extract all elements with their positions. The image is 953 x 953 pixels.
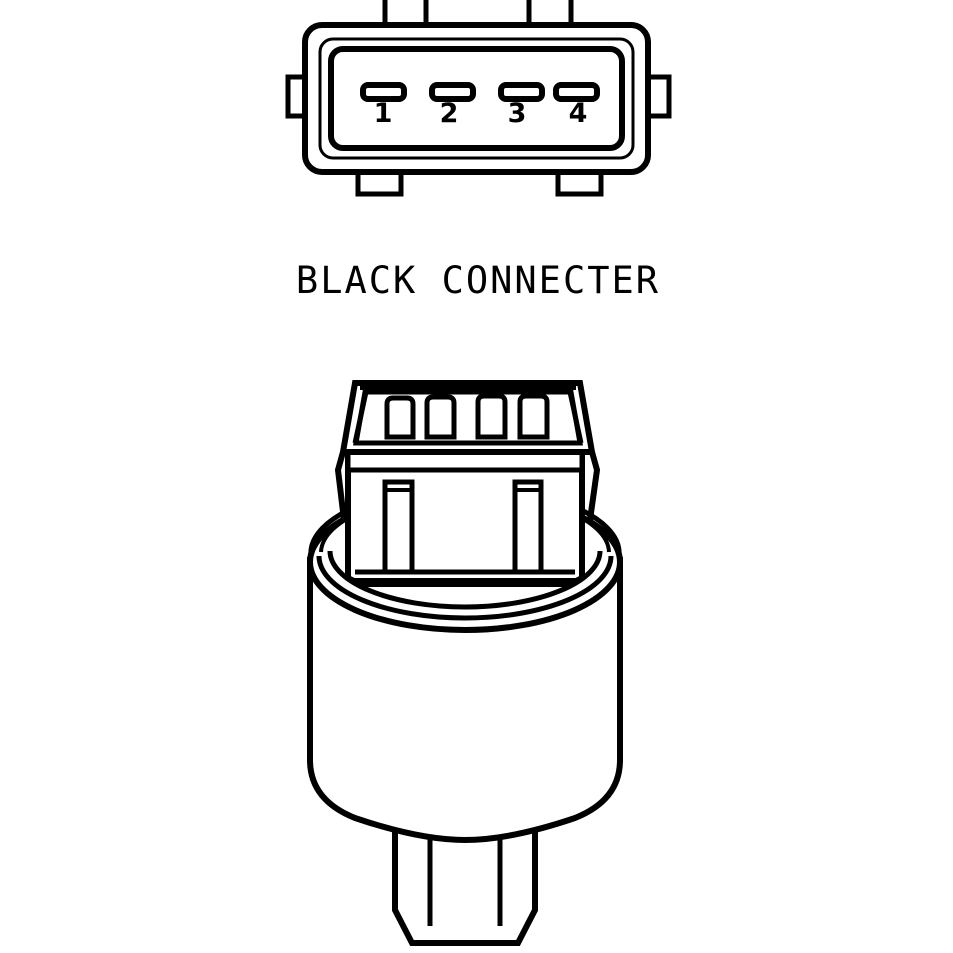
connector-pin-numbers: 1 2 3 4: [374, 98, 588, 129]
connector-outer-housing: [302, 22, 651, 175]
terminal-blade-2: [424, 394, 457, 440]
connector-shroud: [339, 380, 596, 455]
terminal-blade-1: [384, 395, 416, 440]
terminal-slot-2: [429, 82, 476, 102]
connector-terminal-slots: [360, 82, 600, 102]
connector-face-view: 1 2 3 4: [285, 0, 672, 197]
cylindrical-body: [307, 557, 623, 844]
terminal-blade-3: [475, 393, 508, 440]
latch-rail-right: [512, 479, 544, 575]
connector-inner-face: [328, 46, 625, 151]
header-wing-right: [587, 451, 601, 521]
diagram-caption: BLACK CONNECTER: [296, 259, 660, 302]
pin-number-4: 4: [569, 98, 588, 129]
pin-number-1: 1: [374, 98, 393, 129]
latch-rail-left: [382, 479, 415, 575]
header-terminal-blades: [384, 393, 550, 440]
latch-rails: [382, 479, 544, 575]
header-wing-left: [334, 451, 347, 521]
pin-number-2: 2: [440, 98, 459, 129]
terminal-blade-4: [517, 393, 550, 440]
terminal-slot-3: [498, 82, 545, 102]
terminal-slot-4: [553, 82, 600, 102]
shroud-right-post: [567, 391, 584, 444]
terminal-slot-1: [360, 82, 407, 102]
rim-middle-arc: [316, 555, 614, 621]
connector-middle-ring: [318, 37, 635, 160]
shroud-left-post: [352, 391, 369, 444]
pin-number-3: 3: [508, 98, 527, 129]
sensor-assembly-view: [306, 380, 624, 946]
